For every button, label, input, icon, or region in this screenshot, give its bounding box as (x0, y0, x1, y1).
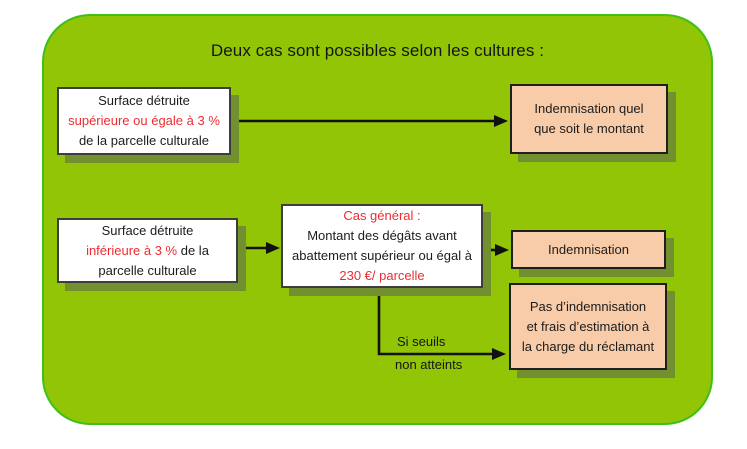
surface-inferieure-line3: parcelle culturale (98, 262, 197, 278)
cas-general-line4: 230 €/ parcelle (339, 268, 425, 283)
indemnisation-quel-montant-line2: que soit le montant (534, 121, 644, 136)
surface-superieure-line2: supérieure ou égale à 3 % (68, 113, 220, 128)
cas-general-line1: Cas général : (343, 208, 421, 223)
surface-inferieure-line1: Surface détruite (101, 222, 194, 238)
cas-general-line2: Montant des dégâts avant (307, 228, 457, 243)
surface-inferieure-line2-red: inférieure à 3 % (86, 242, 178, 258)
pas-indemnisation-box: Pas d’indemnisation et frais d’estimatio… (509, 283, 667, 370)
diagram-title: Deux cas sont possibles selon les cultur… (210, 41, 545, 60)
indemnisation-line1: Indemnisation (548, 241, 629, 257)
indemnisation-box: Indemnisation (511, 230, 666, 269)
surface-inferieure-box: Surface détruite inférieure à 3 % de la … (57, 218, 238, 283)
indemnisation-quel-montant-line1: Indemnisation quel (534, 101, 644, 116)
pas-indemnisation-line1: Pas d’indemnisation (529, 298, 647, 314)
surface-superieure-line3: de la parcelle culturale (78, 133, 210, 148)
threshold-label-line2: non atteints (395, 357, 463, 372)
surface-superieure-box: Surface détruite supérieure ou égale à 3… (57, 87, 231, 155)
surface-inferieure-line2: inférieure à 3 % de la (59, 241, 236, 261)
pas-indemnisation-line2: et frais d’estimation à (526, 318, 650, 334)
cas-general-line3: abattement supérieur ou égal à (292, 248, 472, 263)
surface-inferieure-line2-rest: de la (177, 242, 209, 258)
surface-superieure-line1: Surface détruite (98, 93, 190, 108)
indemnisation-quel-montant-box: Indemnisation quel que soit le montant (510, 84, 668, 154)
threshold-label-line1: Si seuils (397, 334, 446, 349)
pas-indemnisation-line3: la charge du réclamant (521, 338, 655, 354)
cas-general-box: Cas général : Montant des dégâts avant a… (281, 204, 483, 288)
